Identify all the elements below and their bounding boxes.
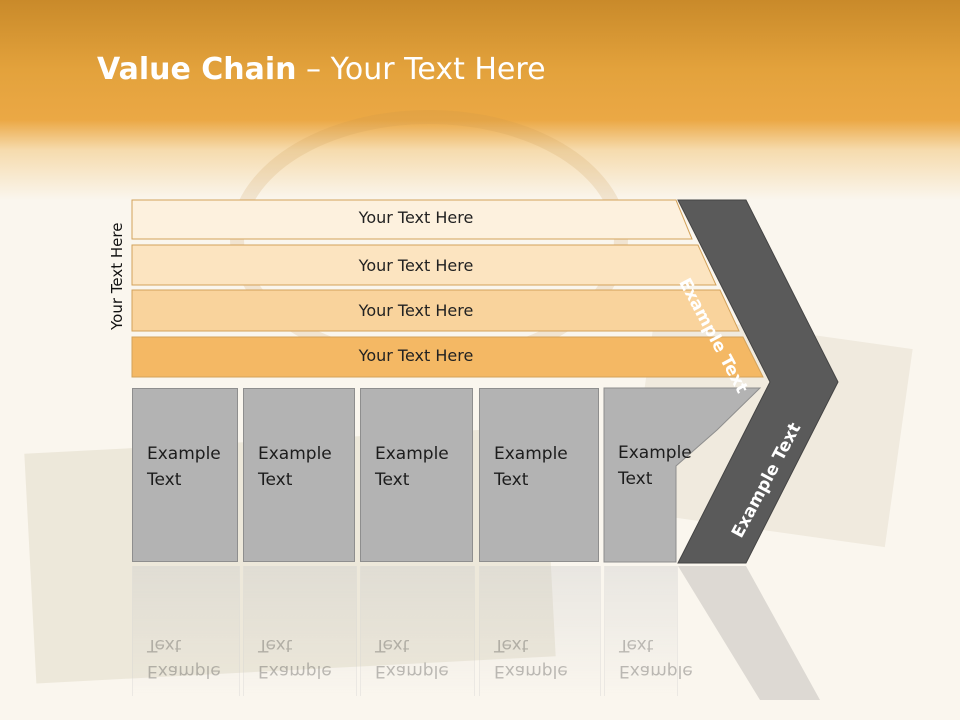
slide-title: Value Chain – Your Text Here — [97, 52, 546, 87]
title-rest: – Your Text Here — [296, 52, 546, 87]
band-3 — [131, 289, 740, 332]
chevron-reflection — [678, 566, 820, 700]
title-bold: Value Chain — [97, 52, 297, 87]
band-2 — [131, 244, 717, 286]
band-1 — [131, 199, 693, 240]
chevron-shape — [677, 199, 839, 564]
band-label-3: Your Text Here — [358, 301, 474, 320]
band-label-1: Your Text Here — [358, 208, 474, 227]
band-label-2: Your Text Here — [358, 256, 474, 275]
band-label-4: Your Text Here — [358, 346, 474, 365]
box-5-shape — [603, 387, 762, 563]
band-4 — [131, 336, 764, 378]
